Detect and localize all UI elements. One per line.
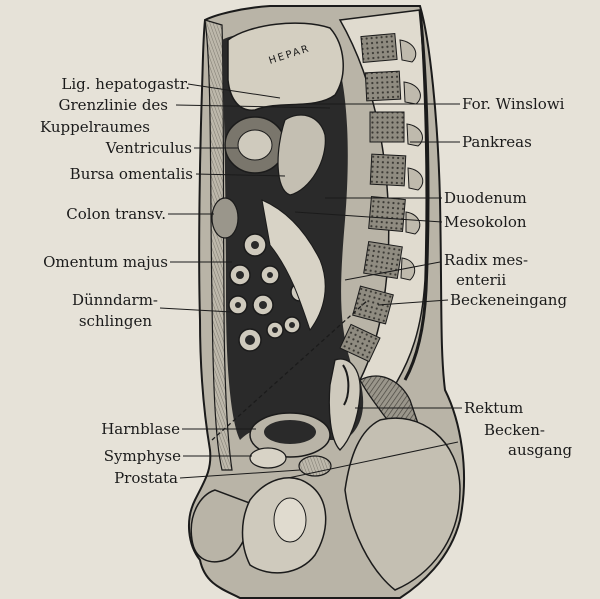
label-colon-transv: Colon transv.: [0, 206, 166, 223]
label-kuppelraumes: Kuppelraumes: [0, 119, 150, 136]
label-bursa-omentalis: Bursa omentalis: [0, 166, 193, 183]
label-pankreas: Pankreas: [462, 134, 532, 151]
label-grenzlinie: Grenzlinie des: [0, 97, 168, 114]
label-for-winslowi: For. Winslowi: [462, 96, 564, 113]
label-ausgang: ausgang: [508, 442, 572, 459]
label-beckeneingang: Beckeneingang: [450, 292, 567, 309]
label-rektum: Rektum: [464, 400, 523, 417]
label-lig-hepatogastr: Lig. hepatogastr.: [0, 76, 190, 93]
label-enterii: enterii: [456, 272, 506, 289]
label-ventriculus: Ventriculus: [0, 140, 192, 157]
colon-transversum: [212, 198, 238, 238]
label-symphyse: Symphyse: [0, 448, 181, 465]
bladder-lumen: [264, 420, 316, 444]
symphysis: [250, 448, 286, 468]
label-becken: Becken-: [484, 422, 545, 439]
label-prostata: Prostata: [0, 470, 178, 487]
prostate: [299, 456, 331, 476]
label-schlingen: schlingen: [0, 313, 152, 330]
label-omentum-majus: Omentum majus: [0, 254, 168, 271]
stomach-lumen: [238, 130, 272, 160]
label-radix-mes: Radix mes-: [444, 252, 528, 269]
label-duodenum: Duodenum: [444, 190, 527, 207]
liver: [228, 23, 343, 110]
label-duenndarm: Dünndarm-: [0, 292, 158, 309]
label-mesokolon: Mesokolon: [444, 214, 527, 231]
label-harnblase: Harnblase: [0, 421, 180, 438]
